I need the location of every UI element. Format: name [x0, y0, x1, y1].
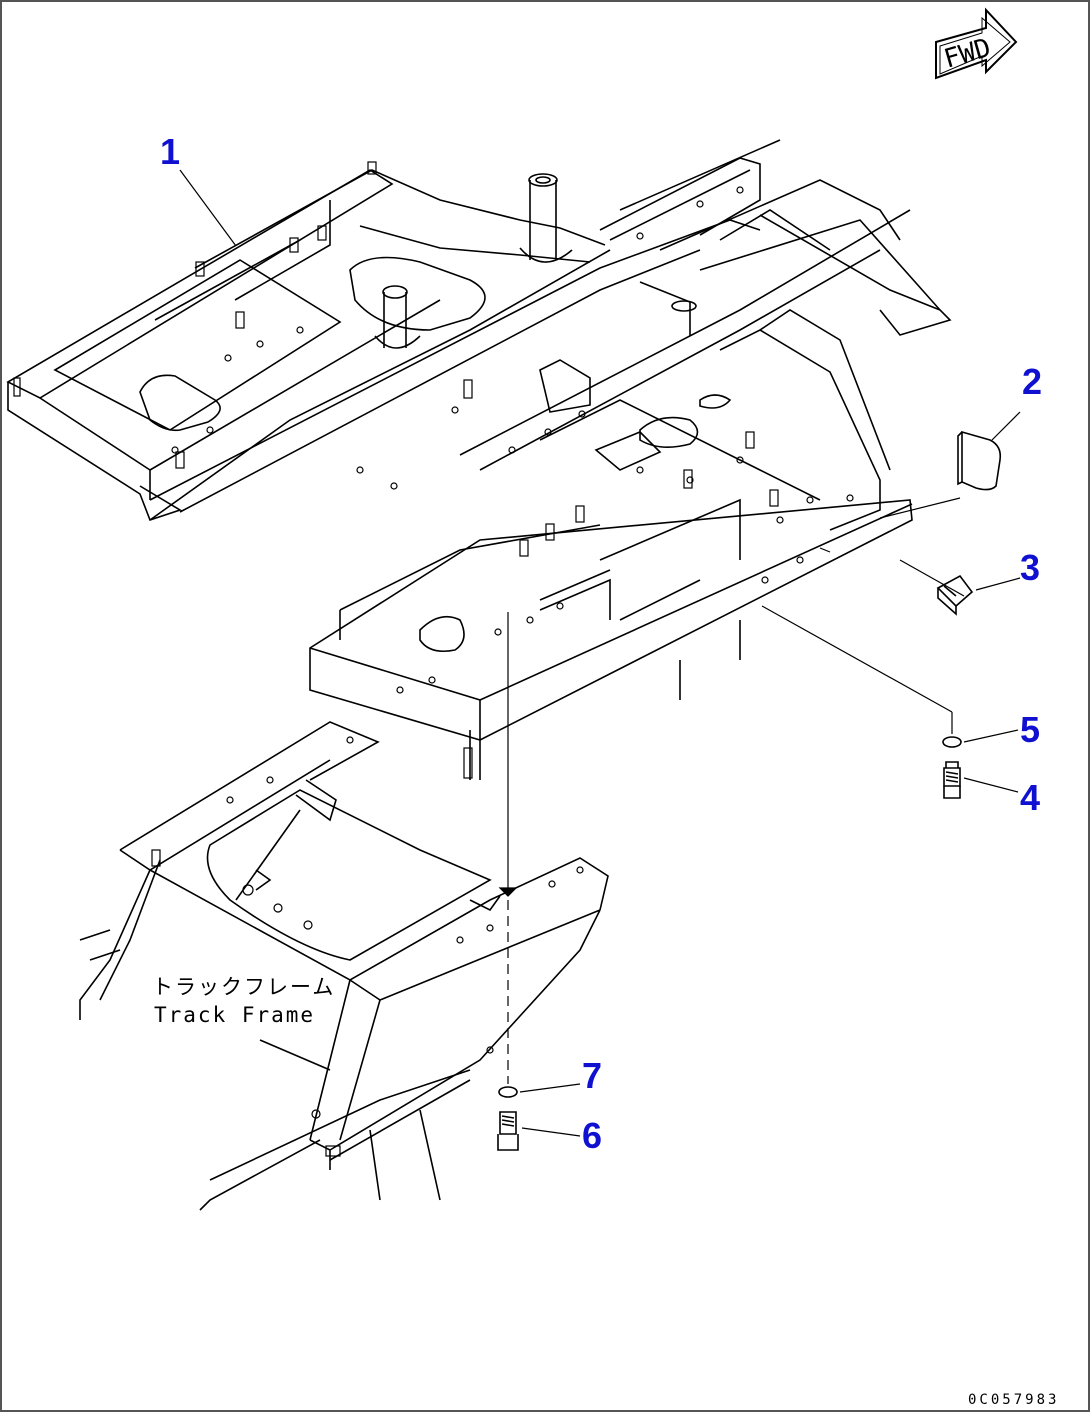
track-frame: [79, 721, 609, 1211]
callout-3: 3: [1020, 547, 1040, 588]
upper-revolving-frame: [6, 139, 952, 780]
part-2-cover: [957, 430, 1002, 491]
callouts: 1 2 3 4 5 6 7: [160, 131, 1042, 1156]
callout-7: 7: [582, 1055, 602, 1096]
callout-6: 6: [582, 1115, 602, 1156]
part-6-bolt-icon: [497, 1111, 519, 1151]
leader-lines: [179, 169, 1021, 1137]
callout-5: 5: [1020, 709, 1040, 750]
track-frame-label-en: Track Frame: [154, 1003, 315, 1027]
callout-4: 4: [1020, 777, 1040, 818]
part-7-washer-icon: [498, 1086, 518, 1098]
callout-2: 2: [1022, 361, 1042, 402]
part-4-bolt-icon: [943, 761, 961, 799]
track-frame-label-jp: トラックフレーム: [152, 975, 335, 999]
callout-1: 1: [160, 131, 180, 172]
part-5-washer-icon: [942, 736, 962, 748]
part-3-bracket: [936, 574, 974, 616]
fwd-arrow-icon: FWD: [935, 7, 1018, 80]
document-id: 0C057983: [968, 1392, 1059, 1408]
